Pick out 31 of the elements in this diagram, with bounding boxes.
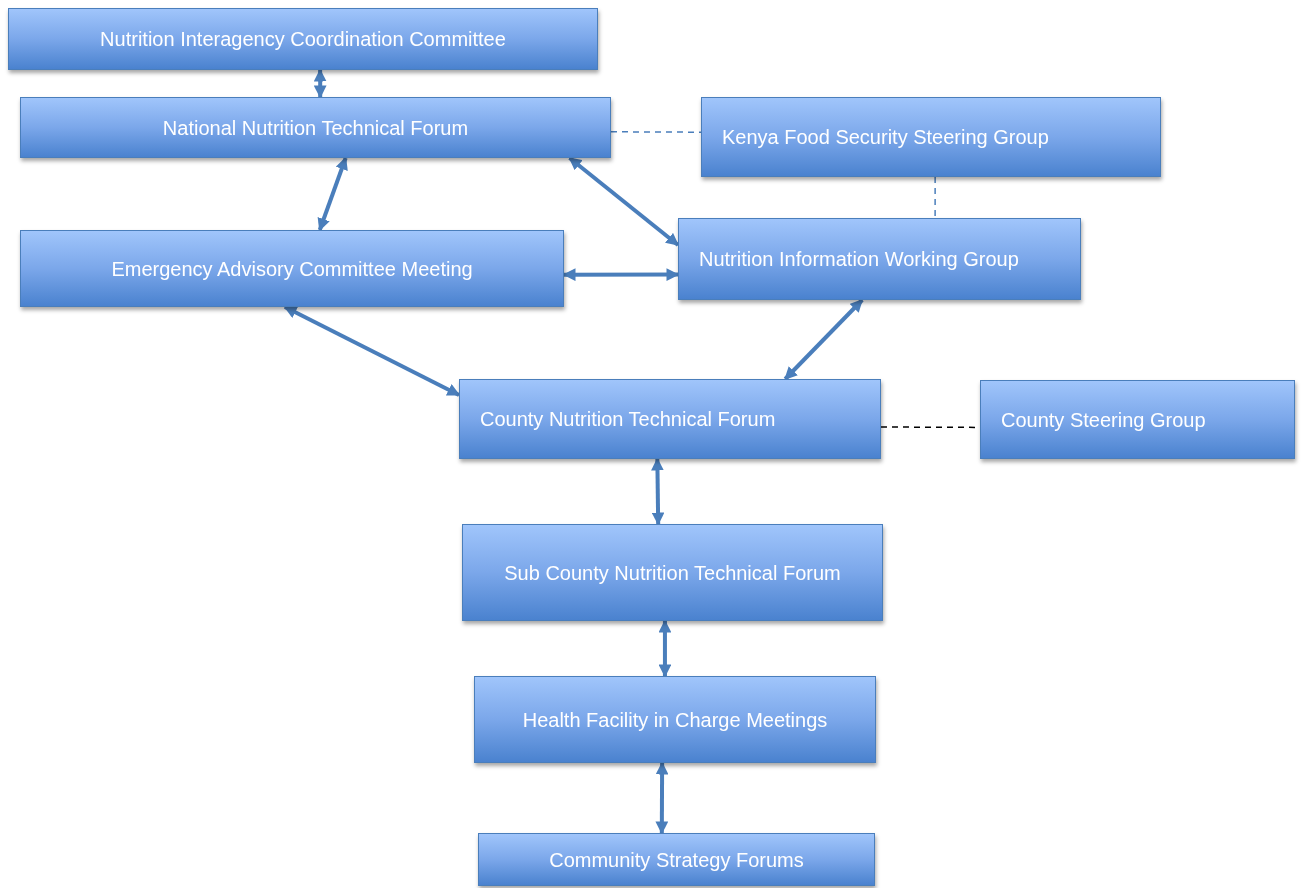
double-arrow bbox=[562, 268, 680, 282]
box-label: County Nutrition Technical Forum bbox=[480, 407, 776, 432]
double-arrow bbox=[655, 761, 669, 835]
connector-line bbox=[934, 176, 936, 219]
forum-box bbox=[980, 380, 1295, 459]
double-arrow bbox=[568, 156, 680, 247]
forum-box bbox=[478, 833, 875, 886]
forum-box bbox=[678, 218, 1081, 300]
double-arrow bbox=[658, 619, 672, 678]
forum-box bbox=[462, 524, 883, 621]
box-label: Nutrition Interagency Coordination Committee bbox=[100, 27, 506, 52]
double-arrow bbox=[783, 298, 864, 381]
box-label: Community Strategy Forums bbox=[549, 847, 804, 873]
forum-box bbox=[20, 230, 564, 307]
forum-box bbox=[8, 8, 598, 70]
double-arrow bbox=[651, 457, 665, 526]
forum-box bbox=[20, 97, 611, 158]
double-arrow bbox=[317, 156, 348, 232]
double-arrow bbox=[313, 68, 327, 99]
double-arrow bbox=[283, 305, 461, 397]
forum-box bbox=[459, 379, 881, 459]
box-label: Emergency Advisory Committee Meeting bbox=[111, 256, 473, 282]
forum-box bbox=[701, 97, 1161, 177]
box-label: Sub County Nutrition Technical Forum bbox=[504, 560, 841, 586]
box-label: Nutrition Information Working Group bbox=[699, 247, 1019, 272]
box-label: County Steering Group bbox=[1001, 407, 1206, 433]
connector-line bbox=[610, 131, 702, 133]
box-label: Kenya Food Security Steering Group bbox=[722, 125, 1049, 150]
box-label: National Nutrition Technical Forum bbox=[162, 115, 469, 141]
box-label: Health Facility in Charge Meetings bbox=[522, 707, 828, 733]
forum-box bbox=[474, 676, 876, 763]
